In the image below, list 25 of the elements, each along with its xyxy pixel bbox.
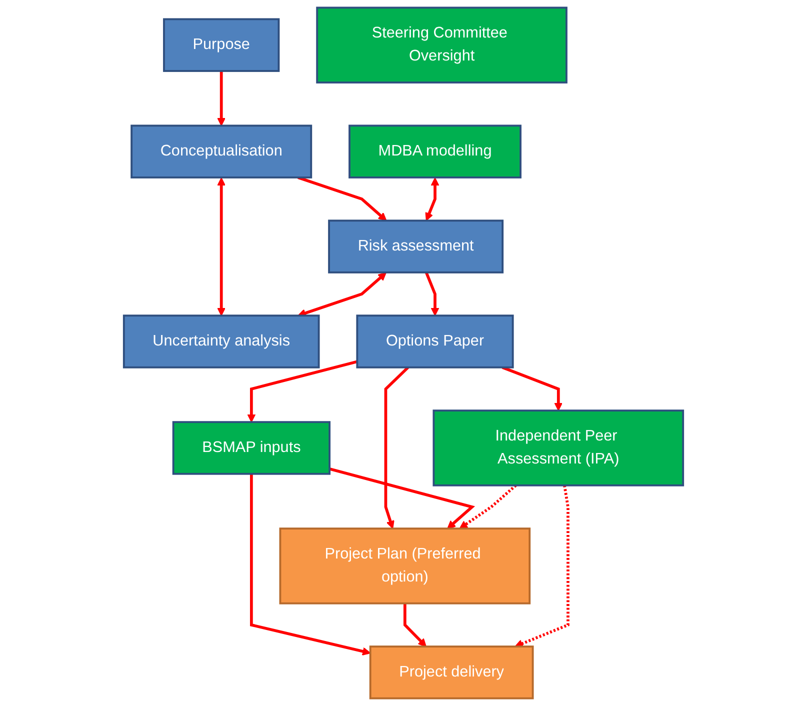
arrow [425,177,440,221]
arrow [384,366,410,529]
arrow [298,272,386,318]
arrow [217,70,226,126]
arrow [329,467,476,529]
node-box: Purpose [163,18,280,72]
arrow [459,484,517,529]
arrow [250,474,371,656]
node-box: MDBA modelling [348,124,522,178]
arrow [514,485,570,648]
node-box: BSMAP inputs [172,421,331,475]
arrow [247,360,358,422]
arrow [403,603,426,647]
node-box: Conceptualisation [130,124,312,178]
node-box: Project delivery [369,646,534,700]
node-box: Options Paper [356,314,514,368]
node-box: Independent Peer Assessment (IPA) [432,410,684,486]
arrow [298,176,387,221]
node-box: Project Plan (Preferred option) [279,528,531,604]
node-box: Steering Committee Oversight [316,6,568,84]
node-box: Risk assessment [328,220,504,274]
arrow [424,272,440,316]
arrow [217,177,226,316]
node-box: Uncertainty analysis [122,314,320,368]
arrow [502,366,563,411]
